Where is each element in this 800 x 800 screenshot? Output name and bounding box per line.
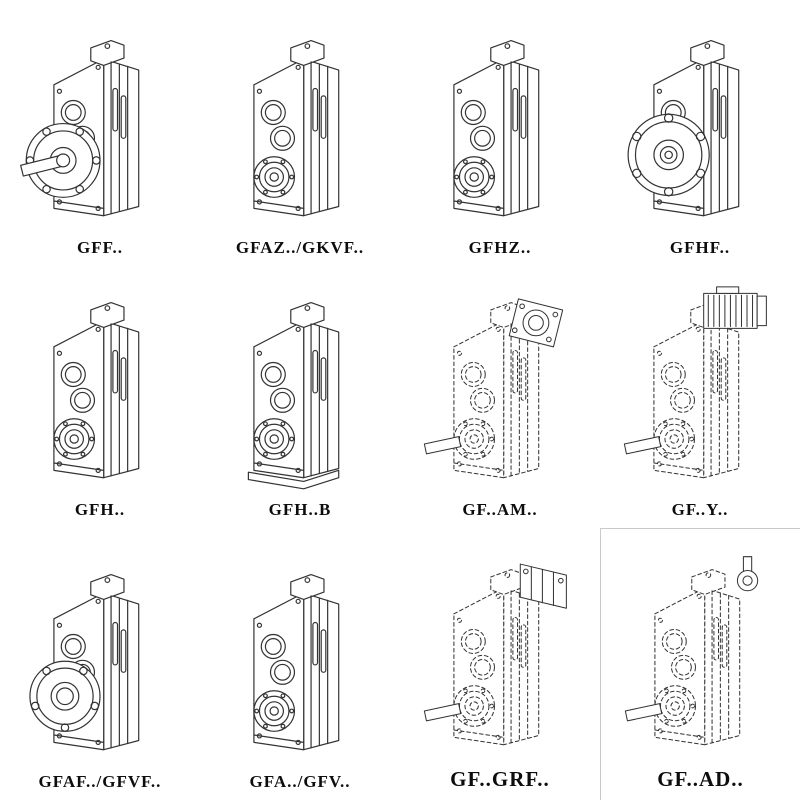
product-cell-gf-am: GF..AM.. [400,266,600,528]
product-cell-gf-ad: GF..AD.. [600,528,800,800]
gearbox-hollow-shaft-drawing [453,39,540,217]
gearbox-hollow-shaft-drawing [253,39,340,217]
product-cell-gf-y: GF..Y.. [600,266,800,528]
gearbox-front-flange-drawing [627,39,740,217]
gearbox-flange-with-shaft-drawing [20,39,140,217]
model-label: GF..AD.. [657,767,744,791]
model-label: GFHZ.. [468,238,532,257]
model-label: GF..GRF.. [450,767,550,791]
product-cell-gff: GFF.. [0,0,200,266]
model-label: GFHF.. [669,238,731,257]
gearbox-input-shaft-adapter-drawing [624,556,758,746]
product-cell-gf-grf: GF..GRF.. [400,528,600,800]
gearbox-with-motor-drawing [623,286,767,479]
gearbox-hollow-shaft-drawing [253,573,340,751]
product-cell-gfhz: GFHZ.. [400,0,600,266]
gearbox-hollow-shaft-foot-drawing [247,301,340,490]
gearbox-flange-hollow-bore-drawing [29,573,140,751]
model-label: GFA../GFV.. [249,772,351,791]
product-cell-gfh: GFH.. [0,266,200,528]
gearbox-hollow-shaft-drawing [53,301,140,479]
gearbox-gear-adapter-drawing [423,563,567,746]
product-cell-gfh-b: GFH..B [200,266,400,528]
model-label: GFF.. [77,238,123,257]
model-label: GFH.. [74,500,126,519]
model-label: GF..Y.. [671,500,729,519]
model-label: GF..AM.. [462,500,538,519]
product-cell-gfhf: GFHF.. [600,0,800,266]
model-label: GFAF../GFVF.. [38,772,162,791]
model-label: GFH..B [268,500,332,519]
model-label: GFAZ../GKVF.. [235,238,365,257]
product-cell-gfa-gfv: GFA../GFV.. [200,528,400,800]
product-cell-gfaz-gkvf: GFAZ../GKVF.. [200,0,400,266]
gearbox-iec-motor-adapter-drawing [423,298,564,479]
product-cell-gfaf-gfvf: GFAF../GFVF.. [0,528,200,800]
